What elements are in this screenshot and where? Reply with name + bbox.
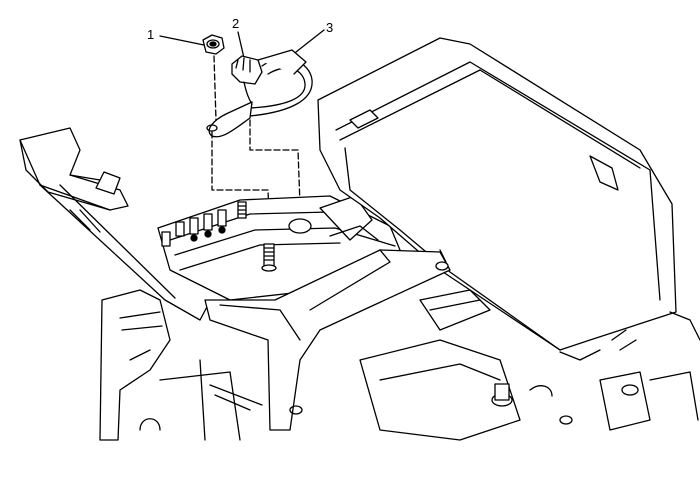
mounting-bracket	[204, 249, 451, 431]
leader-line-3	[295, 29, 325, 53]
stud-post	[261, 243, 277, 272]
leader-line-2	[237, 31, 245, 59]
callout-label-2: 2	[232, 16, 240, 31]
nut-icon	[202, 34, 225, 121]
lower-components	[359, 289, 699, 441]
leader-lines	[159, 29, 325, 59]
terminal-hole	[288, 218, 312, 234]
callout-label-1: 1	[147, 27, 155, 42]
callout-label-3: 3	[326, 20, 334, 35]
fuse-box-cover	[317, 37, 700, 361]
stud-post-small	[237, 201, 247, 219]
hinged-cover	[19, 127, 209, 321]
battery-cable-icon	[206, 49, 313, 241]
fuse-posts	[161, 209, 227, 247]
terminal-cap-icon	[231, 55, 263, 105]
battery-tray	[99, 289, 263, 441]
leader-line-1	[159, 35, 205, 46]
